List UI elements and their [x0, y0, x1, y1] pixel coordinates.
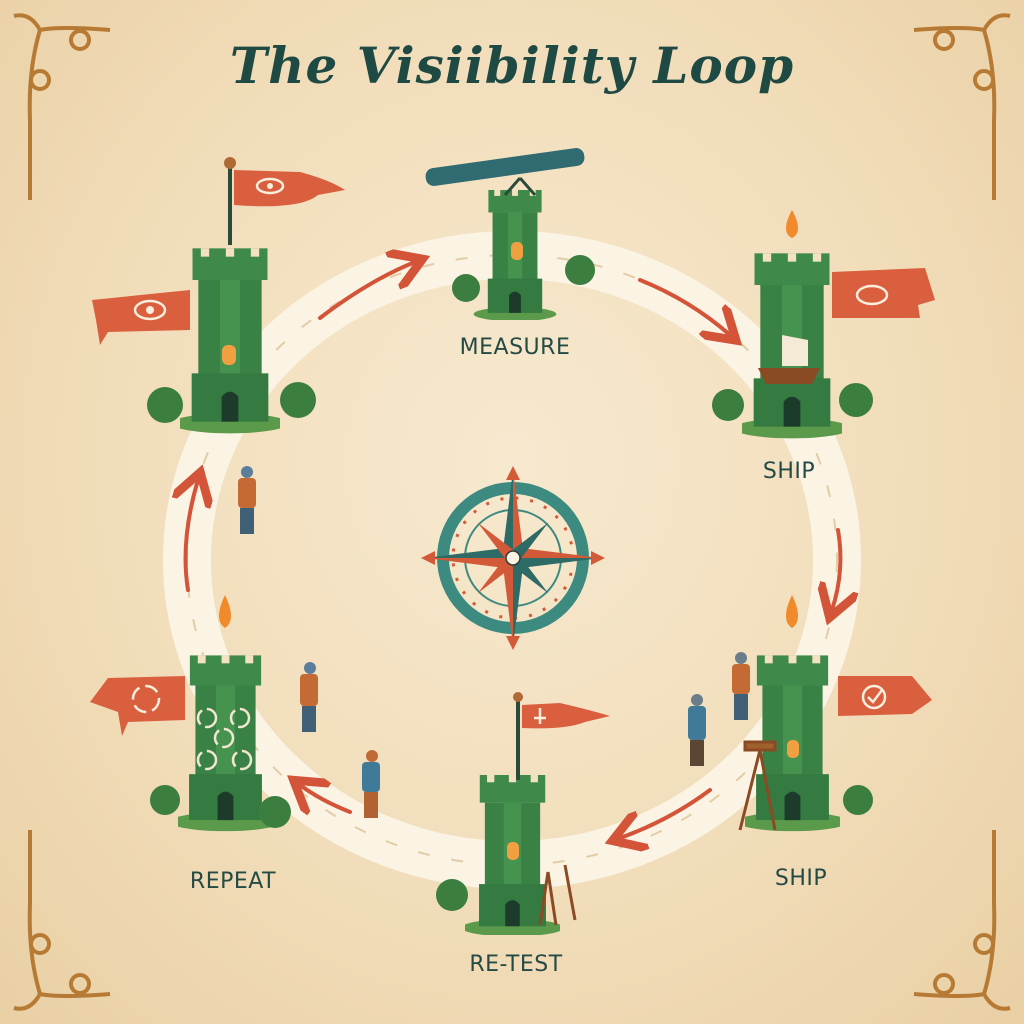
- flow-arrows: [186, 262, 841, 838]
- banner-right: [832, 268, 935, 318]
- stage-label-repeat: REPEAT: [189, 869, 277, 894]
- corner-ornament-top-right-icon: [913, 13, 1011, 200]
- telescope-tripod-icon: [738, 740, 777, 831]
- arrow-icon: [832, 528, 840, 610]
- eye-icon: [133, 299, 167, 321]
- arrow-icon: [186, 480, 198, 592]
- telescope-icon: [425, 147, 585, 196]
- fire-icon: [786, 595, 798, 628]
- eye-icon: [855, 284, 889, 306]
- tower-ship-bottom: [738, 595, 932, 832]
- corner-ornament-bottom-left-icon: [13, 830, 111, 1011]
- check-icon: [861, 684, 887, 710]
- plane-icon: [534, 708, 546, 724]
- fire-icon: [786, 210, 798, 238]
- ship-icon: [758, 335, 820, 384]
- page-title: The Visiibility Loop: [229, 36, 795, 95]
- drafting-tools-icon: [538, 864, 577, 926]
- traveler-icon: [300, 662, 318, 732]
- tower-ship-top: [712, 210, 935, 439]
- arrow-icon: [620, 788, 712, 838]
- compass-rose-icon: [421, 466, 605, 650]
- traveler-icon: [238, 466, 256, 534]
- tower-observe: [92, 157, 345, 434]
- tower-re-test: [436, 692, 610, 935]
- stage-label-ship-top: SHIP: [762, 459, 816, 484]
- arrow-icon: [638, 278, 730, 335]
- stage-label-measure: MEASURE: [459, 335, 571, 360]
- arrow-icon: [318, 262, 415, 320]
- flag-icon: [234, 170, 345, 207]
- cycle-icon: [131, 684, 161, 714]
- banner-left: [90, 676, 185, 736]
- eye-icon: [255, 177, 285, 195]
- stage-label-re-test: RE-TEST: [469, 952, 563, 977]
- tower-measure: [425, 147, 595, 320]
- corner-ornament-bottom-right-icon: [913, 830, 1011, 1011]
- stage-label-ship-bottom: SHIP: [774, 866, 828, 891]
- flag-icon: [522, 703, 610, 729]
- traveler-icon: [362, 750, 380, 818]
- cycle-arrows-icon: [196, 707, 253, 771]
- arrow-icon: [300, 785, 352, 812]
- traveler-figures: [238, 466, 750, 818]
- tower-repeat: [90, 595, 291, 832]
- corner-ornament-top-left-icon: [13, 13, 111, 200]
- fire-icon: [219, 595, 231, 628]
- window-glow: [222, 345, 236, 365]
- traveler-icon: [732, 652, 750, 720]
- traveler-icon: [688, 694, 706, 766]
